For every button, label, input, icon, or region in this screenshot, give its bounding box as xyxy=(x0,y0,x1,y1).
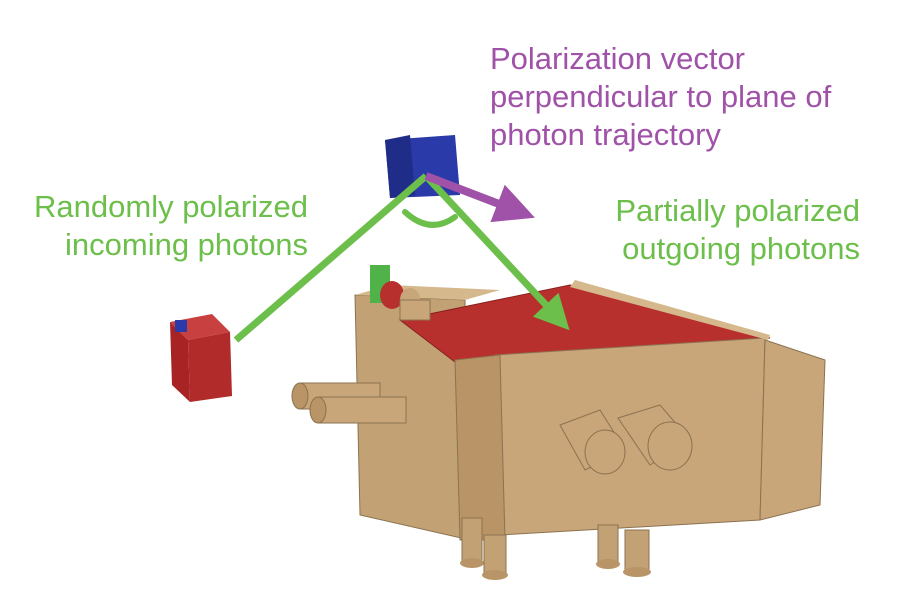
incoming-label-line-1: Randomly polarized xyxy=(34,189,308,224)
polarization-label-line-3: photon trajectory xyxy=(490,117,721,152)
outgoing-label: Partially polarized outgoing photons xyxy=(560,192,860,268)
detector-side-plate xyxy=(454,354,506,541)
incoming-label-line-2: incoming photons xyxy=(65,227,308,262)
polarization-label: Polarization vector perpendicular to pla… xyxy=(490,40,831,154)
photon-source xyxy=(170,314,232,402)
incoming-photon-arrow xyxy=(233,173,429,343)
outgoing-label-line-2: outgoing photons xyxy=(622,231,860,266)
polarization-label-line-1: Polarization vector xyxy=(490,41,746,76)
front-cylinders xyxy=(559,404,693,475)
outgoing-photon-arrow xyxy=(423,173,570,331)
left-cylinders xyxy=(291,382,407,424)
polarization-label-line-2: perpendicular to plane of xyxy=(490,79,832,114)
detector-fitting xyxy=(370,265,431,321)
detector-right-flap xyxy=(759,339,826,521)
detector-assembly xyxy=(291,265,826,580)
detector-legs xyxy=(460,517,651,580)
polarization-vector-arrow xyxy=(424,172,535,223)
outgoing-label-line-1: Partially polarized xyxy=(615,193,860,228)
incoming-label: Randomly polarized incoming photons xyxy=(8,188,308,264)
scattering-angle-arc xyxy=(402,209,458,228)
detector-back-flap xyxy=(570,280,770,340)
